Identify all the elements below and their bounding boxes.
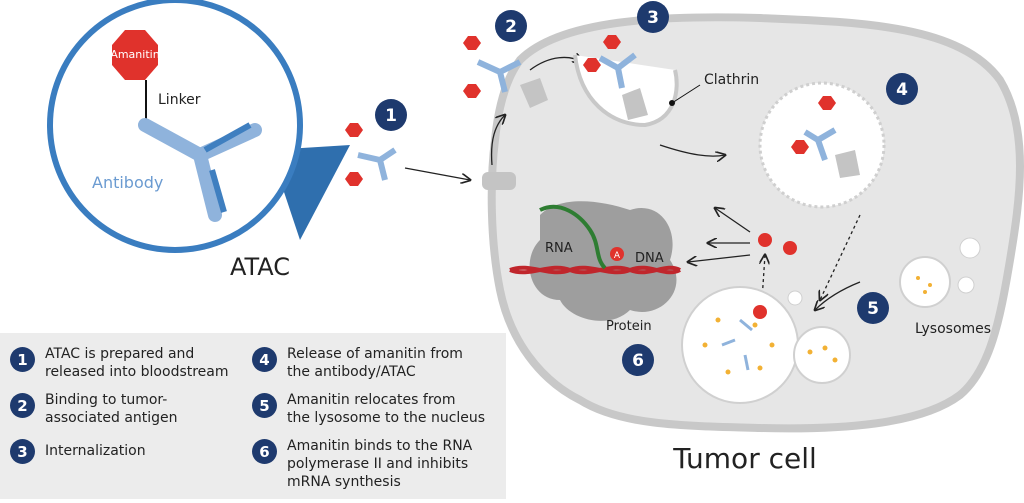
svg-text:2: 2 [505, 17, 517, 37]
rna-strand [539, 204, 607, 270]
protein-label: Protein [606, 319, 652, 334]
legend-item-3: 3 Internalization [10, 437, 146, 464]
legend-item-5: 5 Amanitin relocates from the lysosome t… [252, 391, 485, 427]
step-badge-5: 5 [857, 292, 889, 324]
clathrin-label: Clathrin [704, 72, 759, 88]
linker-label: Linker [158, 92, 201, 108]
legend-text: Amanitin relocates from the lysosome to … [287, 392, 486, 426]
legend-text: ATAC is prepared and released into blood… [45, 346, 229, 380]
atac-molecule-step3 [583, 35, 648, 120]
legend-item-1: 1 ATAC is prepared and released into blo… [10, 345, 229, 381]
step-badge-2: 2 [495, 10, 527, 42]
antibody-large [138, 118, 262, 222]
legend-text: Internalization [45, 443, 146, 459]
antibody-label: Antibody [92, 173, 163, 192]
atac-molecule-step2 [463, 36, 548, 108]
tumor-cell-title: Tumor cell [672, 442, 817, 475]
amanitin-hexagon [112, 30, 158, 80]
nucleus [529, 201, 677, 321]
svg-text:1: 1 [385, 106, 397, 126]
svg-text:6: 6 [632, 351, 644, 371]
rna-label: RNA [545, 241, 573, 256]
amanitin-label: Amanitin [110, 48, 159, 61]
legend-badge: 2 [10, 393, 35, 418]
lysosomes-label: Lysosomes [915, 321, 991, 337]
legend-text: Release of amanitin from the antibody/AT… [287, 346, 463, 380]
legend-badge: 3 [10, 439, 35, 464]
svg-text:3: 3 [647, 8, 659, 28]
svg-text:4: 4 [896, 80, 908, 100]
endocytosis-pit [573, 54, 679, 128]
step-badge-4: 4 [886, 73, 918, 105]
dna-label: DNA [635, 251, 664, 266]
atac-title: ATAC [230, 253, 290, 281]
atac-molecule-step4 [791, 96, 860, 178]
step-badge-6: 6 [622, 344, 654, 376]
antigen-receptor [482, 172, 516, 190]
legend-item-2: 2 Binding to tumor- associated antigen [10, 391, 178, 427]
legend-badge: 5 [252, 393, 277, 418]
legend-badge: 6 [252, 439, 277, 464]
svg-text:5: 5 [867, 299, 879, 319]
step-badge-1: 1 [375, 99, 407, 131]
legend-panel: 1 ATAC is prepared and released into blo… [0, 333, 506, 499]
legend-item-6: 6 Amanitin binds to the RNA polymerase I… [252, 437, 472, 491]
legend-badge: 1 [10, 347, 35, 372]
step-badge-3: 3 [637, 1, 669, 33]
legend-text: Amanitin binds to the RNA polymerase II … [287, 438, 473, 490]
legend-badge: 4 [252, 347, 277, 372]
lysosome-medium [793, 326, 851, 384]
atac-zoom-circle [47, 0, 303, 253]
legend-text: Binding to tumor- associated antigen [45, 392, 178, 426]
atac-molecule-step1 [345, 123, 397, 186]
lysosome-large [681, 286, 799, 404]
amanitin-marker-nucleus: A [614, 251, 621, 261]
lysosome-right [899, 256, 951, 308]
legend-item-4: 4 Release of amanitin from the antibody/… [252, 345, 463, 381]
